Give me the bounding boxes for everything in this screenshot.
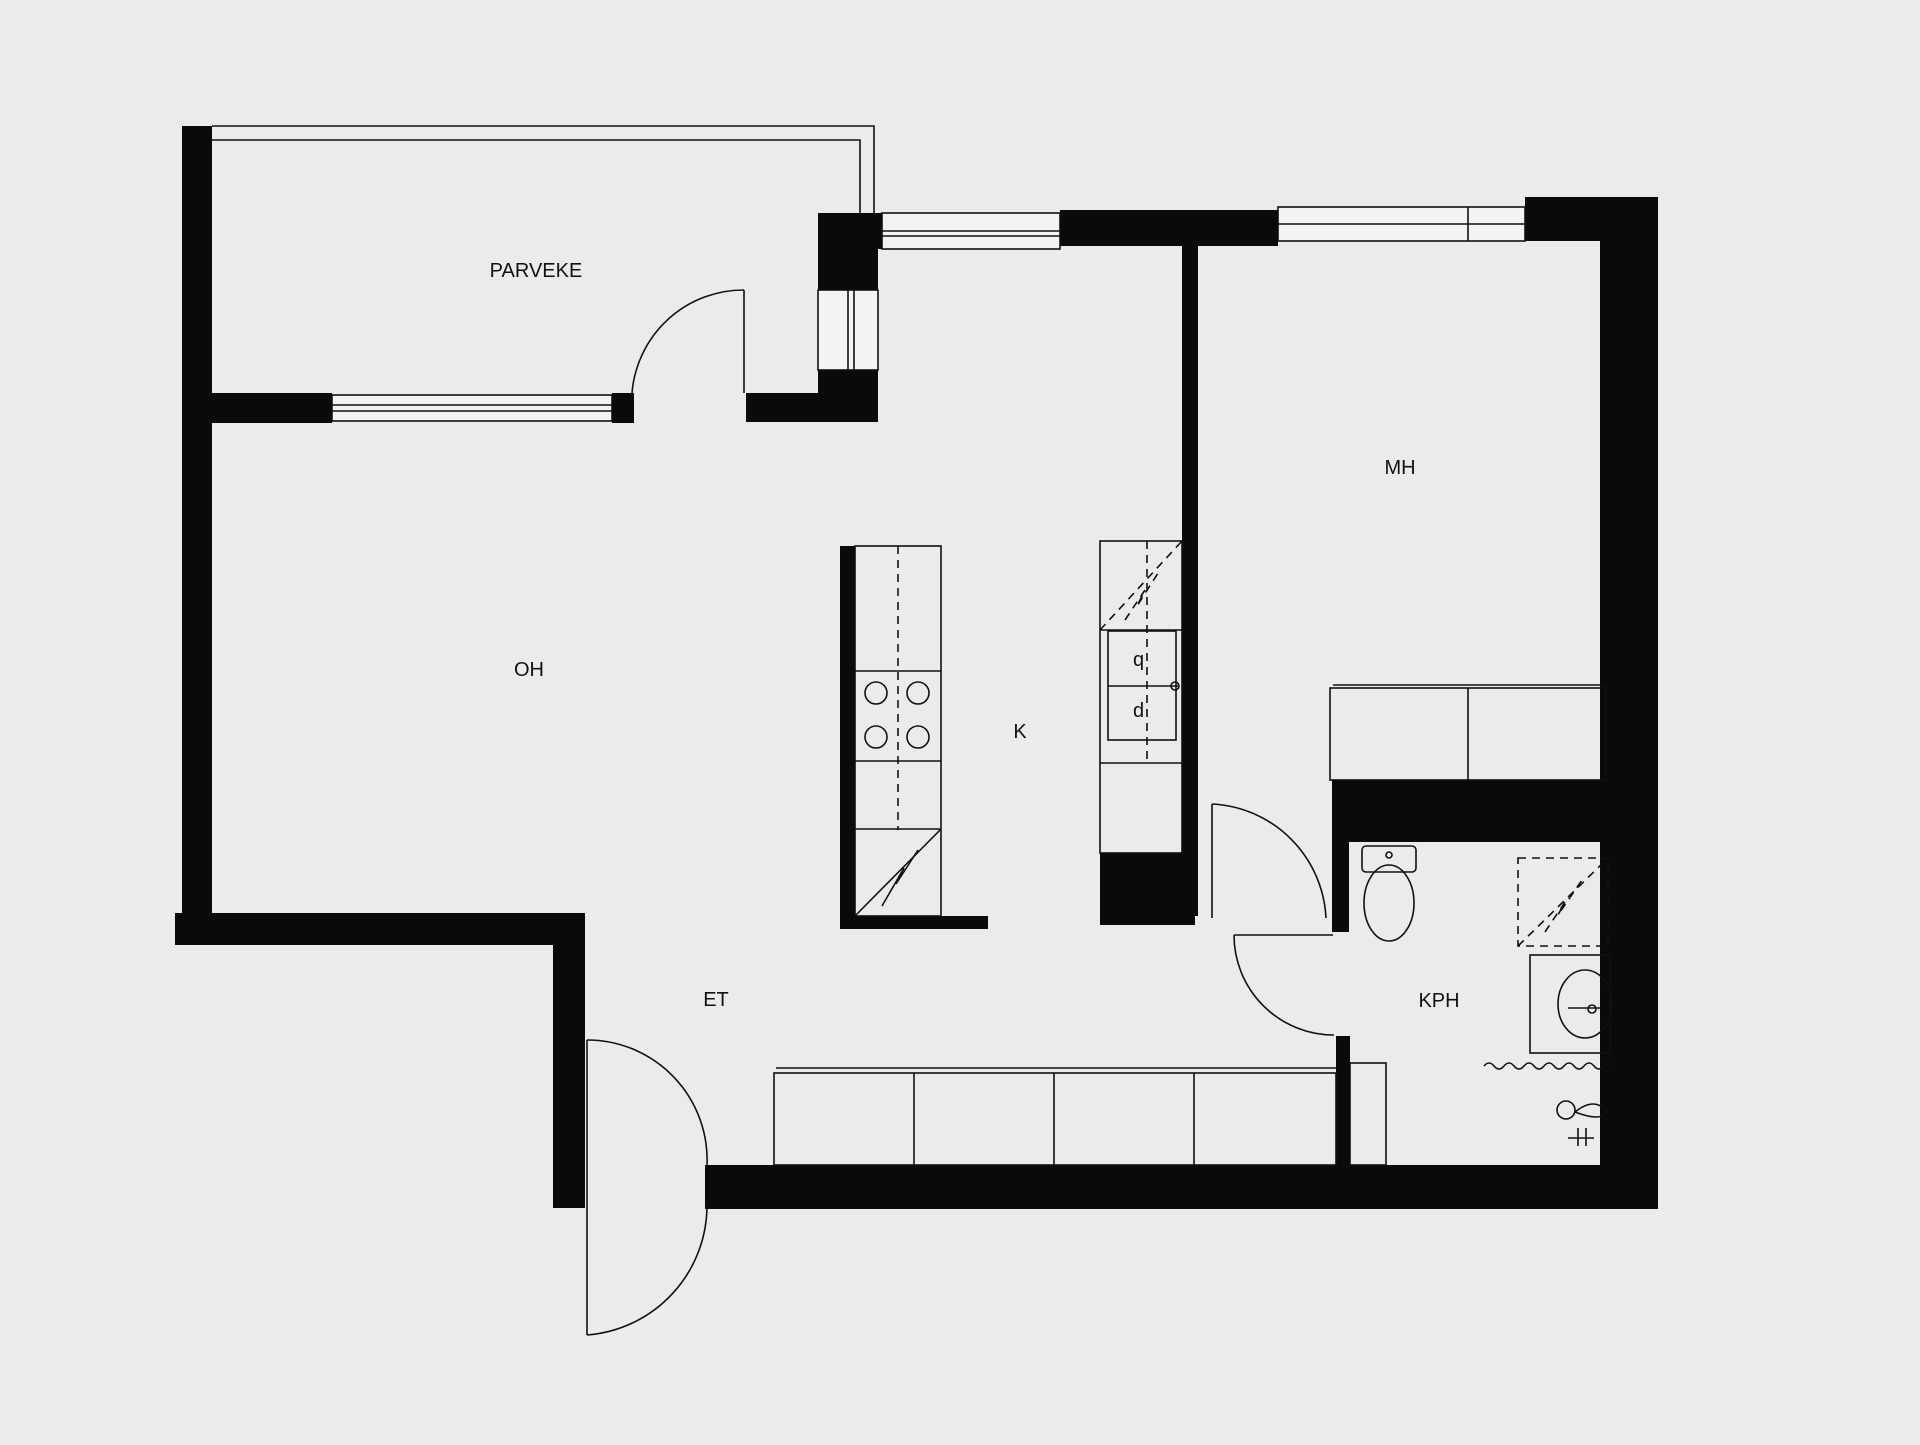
room-label-mh: MH — [1384, 457, 1415, 479]
bathroom-fixtures — [1361, 845, 1615, 1146]
wall-east — [1600, 197, 1658, 1209]
door-mh — [1211, 803, 1327, 919]
island-base — [840, 916, 988, 929]
wall-balcony-right — [746, 393, 878, 422]
window-balcony — [331, 394, 613, 422]
room-labels: PARVEKE OH K MH ET KPH — [490, 260, 1460, 1012]
electric-symbol-kph — [1517, 857, 1609, 947]
wall-north-east-block — [1525, 197, 1658, 241]
entrance-cabinets — [773, 1062, 1387, 1166]
wall-south — [705, 1165, 1658, 1209]
wall-mh-south — [1332, 780, 1607, 842]
svg-text:q: q — [1133, 649, 1144, 671]
electric-symbol-island — [854, 828, 942, 917]
room-label-kph: KPH — [1418, 990, 1459, 1012]
room-label-k: K — [1013, 721, 1027, 743]
room-label-oh: OH — [514, 659, 544, 681]
room-label-et: ET — [703, 989, 729, 1011]
kitchen-island — [840, 545, 988, 929]
kitchen-sink: q d — [1107, 630, 1180, 741]
door-entrance — [586, 1039, 708, 1336]
balcony-railing — [212, 125, 875, 213]
wall-balcony-stub — [612, 393, 634, 423]
wall-balcony-left — [212, 393, 332, 423]
wall-pier-top — [818, 213, 878, 290]
walls — [175, 126, 1658, 1209]
bathroom-sink — [1529, 954, 1613, 1054]
wall-north-mid — [1060, 210, 1278, 246]
toilet — [1361, 845, 1417, 942]
wall-et-west — [553, 913, 585, 1208]
wall-kph-west-upper — [1332, 780, 1349, 932]
electric-symbol-counter — [1099, 540, 1183, 631]
wall-kph-west-lower — [1336, 1036, 1350, 1172]
room-label-parveke: PARVEKE — [490, 260, 583, 282]
shower-curtain — [1483, 1062, 1615, 1070]
island-back-wall — [840, 546, 855, 928]
column-kitchen — [1100, 853, 1195, 925]
windows — [331, 206, 1526, 422]
wardrobe-mh — [1329, 684, 1607, 781]
door-balcony — [631, 289, 745, 394]
door-kph — [1233, 934, 1335, 1036]
cooktop — [864, 681, 930, 749]
shower-head — [1556, 1100, 1608, 1146]
kitchen-counter: q d — [1099, 540, 1183, 854]
doors — [586, 289, 1335, 1336]
wall-mh-west — [1182, 246, 1198, 916]
svg-text:d: d — [1133, 700, 1144, 722]
wall-west — [182, 126, 212, 944]
wall-oh-south — [175, 913, 585, 945]
